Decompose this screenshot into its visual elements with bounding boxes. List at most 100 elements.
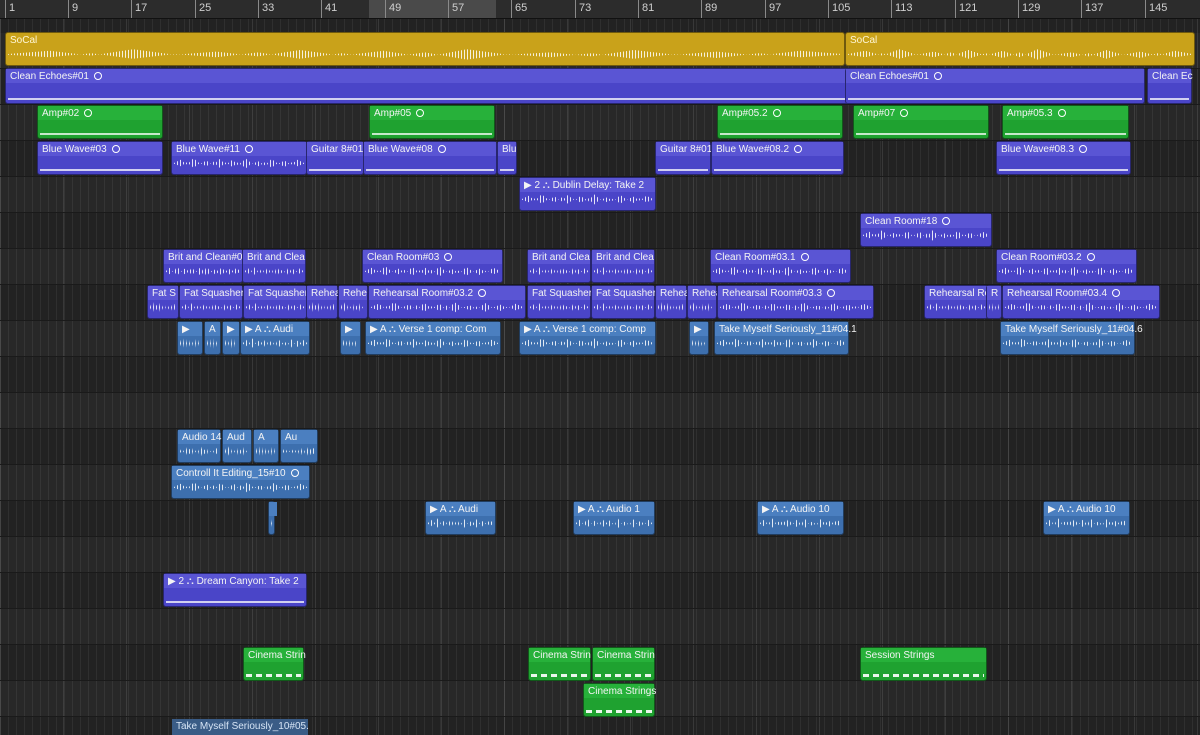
loop-icon [416, 109, 425, 118]
audio-region[interactable]: ▶ 2 ⛬ Dublin Delay: Take 2 [519, 177, 656, 211]
midi-region[interactable]: Cinema Strin [528, 647, 591, 681]
audio-region[interactable]: ▶ 2 ⛬ Dream Canyon: Take 2 [163, 573, 307, 607]
midi-region[interactable]: Amp#05.2 [717, 105, 843, 139]
audio-region[interactable]: Brit and Clea [591, 249, 655, 283]
audio-region[interactable]: Rehearsal Room#03.2 [368, 285, 526, 319]
take-region[interactable]: ▶ A ⛬ Audio 10 [757, 501, 844, 535]
audio-region[interactable]: Clean Room#03.2 [996, 249, 1137, 283]
midi-region[interactable]: Amp#07 [853, 105, 989, 139]
take-region[interactable]: Controll It Editing_15#10 [171, 465, 310, 499]
region-label: Fat S [148, 286, 178, 300]
take-region[interactable]: ▶ A ⛬ Audio 10 [1043, 501, 1130, 535]
bar-25-marker: 25 [195, 0, 211, 18]
take-region[interactable]: ▶ [177, 321, 203, 355]
midi-region[interactable]: Cinema Strin [243, 647, 306, 681]
waveform [365, 266, 500, 277]
audio-region[interactable]: Rehea [687, 285, 721, 319]
audio-region[interactable]: Fat Squasher [527, 285, 592, 319]
take-region[interactable]: Take Myself Seriously_11#04.6 [1000, 321, 1143, 355]
take-region[interactable]: ▶ A ⛬ Verse 1 comp: Com [365, 321, 501, 355]
audio-region[interactable]: Blue Wave#08.3 [996, 141, 1131, 175]
audio-region[interactable]: Rehe [338, 285, 368, 319]
region-label: Brit and Clea [243, 250, 305, 264]
audio-region[interactable]: Fat Squasher [179, 285, 244, 319]
midi-region[interactable]: Session Strings [860, 647, 987, 681]
audio-region[interactable]: Fat Squasher [591, 285, 656, 319]
bar-129-marker: 129 [1018, 0, 1040, 18]
region-label: A [205, 322, 220, 336]
take-region[interactable]: ▶ A ⛬ Verse 1 comp: Comp [519, 321, 656, 355]
take-region[interactable]: Au [280, 429, 318, 463]
audio-region[interactable]: Blu [497, 141, 517, 175]
take-region[interactable]: Audio 14: [177, 429, 224, 463]
audio-region[interactable]: R [986, 285, 1002, 319]
audio-region[interactable]: Fat Squasher [243, 285, 308, 319]
audio-region[interactable]: Blue Wave#08.2 [711, 141, 844, 175]
region-label: ▶ A ⛬ Audio 10 [1044, 502, 1129, 516]
audio-region[interactable]: Blue Wave#08 [363, 141, 497, 175]
region-label: Audio 14: [178, 430, 224, 444]
cycle-range[interactable] [369, 0, 496, 18]
waveform [343, 338, 358, 349]
take-region[interactable]: Aud [222, 429, 252, 463]
region-label: Aud [223, 430, 251, 444]
take-region[interactable]: ▶ A ⛬ Audio 1 [573, 501, 655, 535]
midi-region[interactable]: Cinema Strin [592, 647, 655, 681]
region-label: SoCal [10, 35, 38, 46]
take-region[interactable]: ▶ [340, 321, 361, 355]
take-region[interactable]: A [204, 321, 221, 355]
audio-region[interactable]: Brit and Clea [242, 249, 306, 283]
waveform [1150, 98, 1189, 100]
midi-region[interactable]: Amp#05 [369, 105, 495, 139]
audio-region[interactable]: Rehearsal Ro [924, 285, 990, 319]
waveform [341, 302, 365, 313]
audio-region[interactable]: Blue Wave#03 [37, 141, 163, 175]
midi-notes [595, 674, 652, 677]
audio-region[interactable]: Clean Ec [1147, 68, 1193, 104]
loop-icon [290, 469, 299, 478]
bar-ruler[interactable]: 1 9 17 25 33 41 49 57 65 73 81 89 97 105… [0, 0, 1200, 19]
waveform [207, 338, 218, 349]
bar-81-marker: 81 [638, 0, 654, 18]
audio-region[interactable]: Clean Room#03.1 [710, 249, 851, 283]
audio-region[interactable]: Take Myself Seriously_10#05. [172, 719, 309, 735]
region-label: Blue Wave#08.3 [997, 142, 1130, 156]
take-region[interactable]: A [253, 429, 279, 463]
audio-region[interactable]: Blue Wave#11 [171, 141, 307, 175]
midi-region[interactable]: Amp#05.3 [1002, 105, 1129, 139]
waveform [180, 446, 218, 457]
tracks-area[interactable] [0, 19, 1200, 735]
audio-region[interactable]: Brit and Clea [527, 249, 591, 283]
audio-region[interactable]: Brit and Clean#0 [163, 249, 243, 283]
midi-region[interactable]: Amp#02 [37, 105, 163, 139]
take-region[interactable]: ▶ [222, 321, 240, 355]
audio-region[interactable]: Rehearsal Room#03.3 [717, 285, 874, 319]
audio-region[interactable]: Rehea [306, 285, 340, 319]
waveform [180, 338, 200, 349]
arrangement-region[interactable]: SoCal [845, 32, 1195, 66]
waveform [848, 98, 1142, 100]
take-region[interactable]: ▶ A ⛬ Audi [425, 501, 496, 535]
waveform [658, 302, 684, 313]
region-label: Cinema Strin [529, 648, 591, 662]
waveform [713, 266, 848, 277]
audio-region[interactable]: Rehea [655, 285, 689, 319]
waveform [182, 302, 240, 313]
waveform [576, 518, 652, 529]
take-region[interactable] [268, 501, 277, 535]
audio-region[interactable]: Clean Room#18 [860, 213, 992, 247]
arrangement-region[interactable]: SoCal [5, 32, 845, 66]
audio-region[interactable]: Clean Echoes#01 [845, 68, 1145, 104]
region-label: ▶ 2 ⛬ Dublin Delay: Take 2 [520, 178, 655, 192]
take-region[interactable]: ▶ [689, 321, 709, 355]
audio-region[interactable]: Guitar 8#01 [655, 141, 712, 175]
audio-region[interactable]: Clean Room#03 [362, 249, 503, 283]
midi-region[interactable]: Cinema Strings [583, 683, 656, 717]
track-lane [0, 213, 1200, 249]
take-region[interactable]: ▶ A ⛬ Audi [240, 321, 310, 355]
audio-region[interactable]: Fat S [147, 285, 179, 319]
audio-region[interactable]: Rehearsal Room#03.4 [1002, 285, 1160, 319]
region-label: Blue Wave#08.2 [712, 142, 843, 156]
take-region[interactable]: Take Myself Seriously_11#04.1 [714, 321, 857, 355]
audio-region[interactable]: Guitar 8#01 [306, 141, 364, 175]
